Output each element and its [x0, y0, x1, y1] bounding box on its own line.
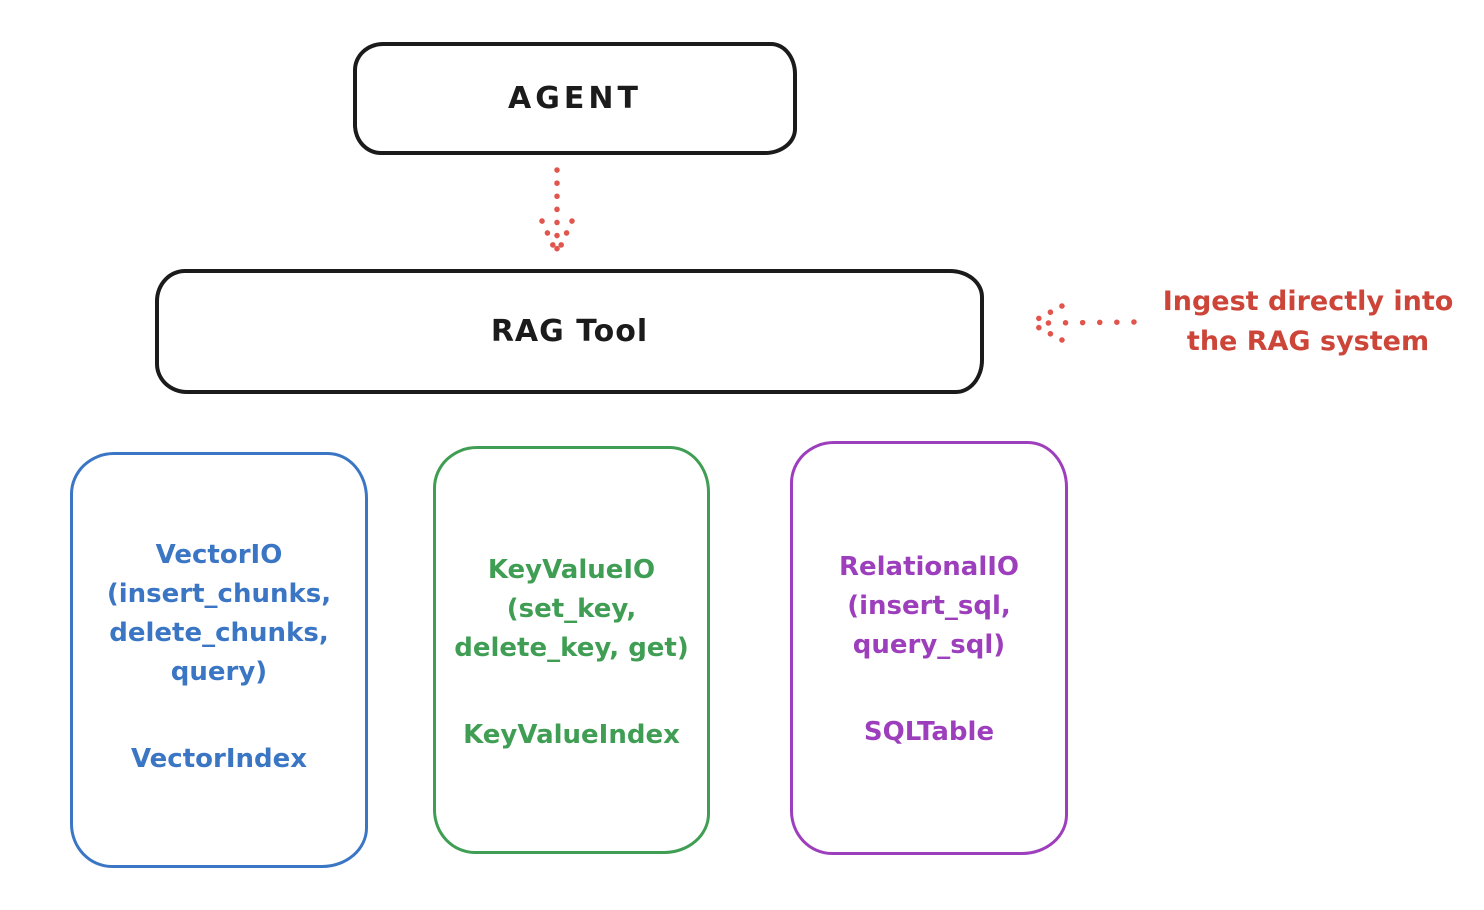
annotation-line: the RAG system: [1186, 326, 1430, 357]
backend-keyvalue-io-text: KeyValueIO (set_key, delete_key, get): [436, 551, 707, 668]
backend-box-relational-io: RelationalIO (insert_sql, query_sql) SQL…: [790, 441, 1068, 855]
backend-relational-io-footer: SQLTable: [863, 717, 995, 747]
agent-to-rag-arrow: [539, 167, 575, 255]
backend-vector-io-text: VectorIO (insert_chunks, delete_chunks, …: [73, 536, 365, 692]
backend-line: (insert_sql,: [847, 591, 1011, 621]
backend-relational-io-text: RelationalIO (insert_sql, query_sql): [793, 548, 1065, 665]
backend-line: query_sql): [852, 630, 1006, 660]
backend-line: (insert_chunks,: [106, 579, 332, 609]
backend-line: delete_key, get): [454, 633, 689, 663]
agent-node: AGENT: [353, 42, 797, 155]
backend-line: KeyValueIO: [487, 555, 656, 585]
annotation-to-rag-arrow: [1029, 303, 1137, 343]
backend-line: delete_chunks,: [109, 618, 329, 648]
backend-box-keyvalue-io: KeyValueIO (set_key, delete_key, get) Ke…: [433, 446, 710, 854]
annotation-line: Ingest directly into: [1162, 286, 1454, 317]
backend-line: query): [170, 657, 268, 687]
annotation-ingest: Ingest directly into the RAG system: [1140, 282, 1476, 362]
backend-vector-io-footer: VectorIndex: [130, 744, 308, 774]
agent-label: AGENT: [508, 81, 642, 116]
backend-line: (set_key,: [506, 594, 637, 624]
backend-line: VectorIO: [155, 540, 283, 570]
backend-line: RelationalIO: [838, 552, 1020, 582]
rag-tool-label: RAG Tool: [490, 314, 649, 349]
rag-tool-node: RAG Tool: [155, 269, 984, 394]
backend-keyvalue-io-footer: KeyValueIndex: [463, 720, 680, 750]
backend-box-vector-io: VectorIO (insert_chunks, delete_chunks, …: [70, 452, 368, 868]
